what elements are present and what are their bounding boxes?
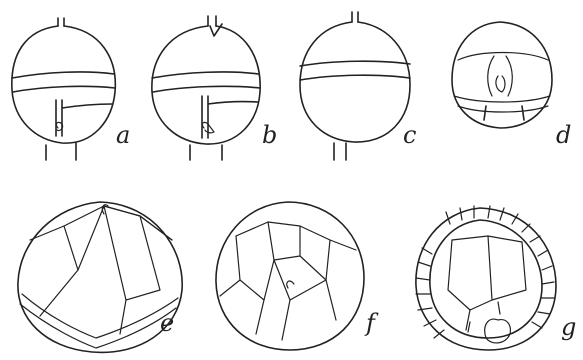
panel-d-figure xyxy=(452,22,552,128)
panel-label-d: d xyxy=(556,123,571,147)
panel-e-figure xyxy=(18,202,182,352)
panel-a-figure xyxy=(12,18,115,160)
panel-label-a: a xyxy=(116,123,130,147)
panel-label-e: e xyxy=(160,311,174,335)
panel-c-figure xyxy=(300,12,410,160)
panel-b-figure xyxy=(152,16,260,160)
panel-g-figure xyxy=(416,206,556,350)
panel-label-c: c xyxy=(403,123,416,147)
panel-label-g: g xyxy=(561,315,576,339)
panel-label-b: b xyxy=(262,123,277,147)
panel-label-f: f xyxy=(366,311,375,335)
panel-f-figure xyxy=(216,202,364,350)
